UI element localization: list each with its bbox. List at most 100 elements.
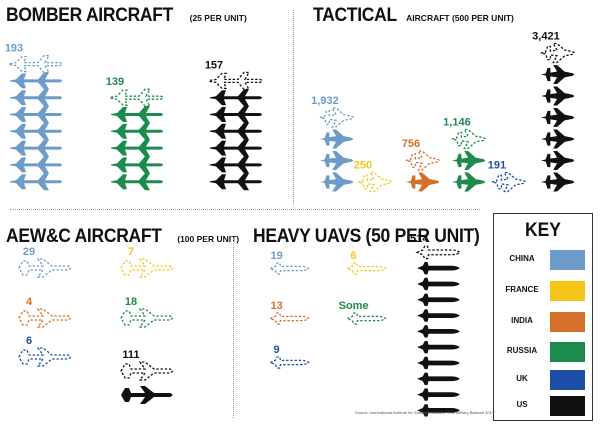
bomber-russia-partial-icon xyxy=(110,88,164,107)
aewc-france-value-label: 7 xyxy=(128,246,134,258)
key-swatch-china xyxy=(550,250,585,270)
bomber-russia-icon xyxy=(111,122,163,140)
uav-china-partial-icon xyxy=(268,262,310,275)
uav-russia-partial-icon xyxy=(345,312,387,325)
aewc-india-partial-icon xyxy=(18,308,72,328)
bomber-us-icon xyxy=(210,106,262,123)
tactical-title: TACTICAL AIRCRAFT (500 PER UNIT) xyxy=(313,5,514,27)
bomber-russia-icon xyxy=(111,156,163,174)
uav-us-icon xyxy=(417,262,460,275)
tactical-china-value-label: 1,932 xyxy=(311,95,339,107)
key-legend: KEY CHINA FRANCE INDIA RUSSIA UK US xyxy=(493,213,593,421)
tactical-china-icon xyxy=(319,172,354,192)
aewc-uk-partial-icon xyxy=(18,347,72,367)
tactical-france-value-label: 250 xyxy=(354,160,372,172)
aewc-us-icon xyxy=(121,386,173,404)
bomber-us-icon xyxy=(210,173,262,191)
tactical-india-partial-icon xyxy=(405,150,440,171)
bomber-russia-icon xyxy=(111,106,163,123)
key-swatch-france xyxy=(550,281,585,301)
key-swatch-india xyxy=(550,312,585,332)
aewc-title-sub: (100 PER UNIT) xyxy=(177,234,240,244)
key-row-china: CHINA xyxy=(494,250,592,270)
tactical-uk-value-label: 191 xyxy=(488,160,506,172)
aewc-russia-value-label: 18 xyxy=(125,296,137,308)
tactical-china-partial-icon xyxy=(319,107,354,128)
bomber-us-partial-icon xyxy=(209,71,263,91)
tactical-us-icon xyxy=(540,129,575,149)
key-row-us: US xyxy=(494,396,592,416)
bomber-china-icon xyxy=(10,122,62,140)
middle-divider xyxy=(10,209,480,210)
tactical-us-icon xyxy=(540,172,575,192)
uav-us-icon xyxy=(417,309,460,322)
tactical-us-partial-icon xyxy=(540,42,575,64)
bomber-title-main: BOMBER AIRCRAFT xyxy=(6,5,174,26)
aewc-china-partial-icon xyxy=(18,258,72,278)
key-label-us: US xyxy=(516,400,528,409)
tactical-india-icon xyxy=(405,172,440,192)
aewc-india-value-label: 4 xyxy=(26,296,33,308)
bomber-china-icon xyxy=(10,72,62,90)
aewc-china-value-label: 29 xyxy=(23,246,35,258)
key-swatch-uk xyxy=(550,370,585,390)
aewc-title: AEW&C AIRCRAFT (100 PER UNIT) xyxy=(6,226,239,248)
bomber-china-partial-icon xyxy=(9,54,63,74)
aewc-us-partial-icon xyxy=(120,361,174,381)
tactical-us-icon xyxy=(540,108,575,127)
uav-uk-value-label: 9 xyxy=(274,344,280,356)
key-label-russia: RUSSIA xyxy=(506,346,538,355)
bomber-us-value-label: 157 xyxy=(205,59,223,71)
key-swatch-us xyxy=(550,396,585,416)
bomber-title-sub: (25 PER UNIT) xyxy=(189,13,247,23)
tactical-russia-value-label: 1,146 xyxy=(443,117,471,129)
key-title: KEY xyxy=(525,220,561,241)
aewc-us-value-label: 111 xyxy=(122,349,139,361)
key-label-india: INDIA xyxy=(511,316,533,325)
tactical-india-value-label: 756 xyxy=(402,138,420,150)
tactical-uk-partial-icon xyxy=(491,171,526,193)
uav-us-icon xyxy=(417,277,460,291)
bomber-china-icon xyxy=(10,173,62,191)
bomber-title: BOMBER AIRCRAFT (25 PER UNIT) xyxy=(6,5,247,27)
tactical-us-icon xyxy=(540,65,575,84)
uav-title: HEAVY UAVS (50 PER UNIT) xyxy=(253,226,499,248)
uav-us-partial-icon xyxy=(415,245,461,260)
uav-us-icon xyxy=(417,325,460,338)
uav-us-icon xyxy=(417,341,460,354)
key-row-france: FRANCE xyxy=(494,281,592,301)
tactical-title-main: TACTICAL xyxy=(313,5,397,26)
uav-us-icon xyxy=(417,356,460,370)
aewc-title-main: AEW&C AIRCRAFT xyxy=(6,226,162,247)
aewc-france-partial-icon xyxy=(120,258,174,278)
tactical-russia-icon xyxy=(451,172,486,192)
bomber-china-icon xyxy=(10,139,62,157)
bomber-china-icon xyxy=(10,89,62,107)
uav-india-value-label: 13 xyxy=(270,300,282,312)
tactical-us-icon xyxy=(540,86,575,106)
uav-france-value-label: 6 xyxy=(351,250,357,262)
uav-us-icon xyxy=(417,372,460,385)
uav-china-value-label: 19 xyxy=(270,250,282,262)
tactical-china-icon xyxy=(319,129,354,149)
aewc-uk-value-label: 6 xyxy=(26,335,32,347)
tactical-russia-icon xyxy=(451,151,486,170)
uav-uk-partial-icon xyxy=(268,356,310,369)
bomber-china-icon xyxy=(10,156,62,174)
tactical-us-icon xyxy=(540,151,575,170)
bomber-us-icon xyxy=(210,139,262,157)
tactical-title-sub: AIRCRAFT (500 PER UNIT) xyxy=(406,13,514,23)
bomber-us-icon xyxy=(210,156,262,174)
bomber-us-icon xyxy=(210,122,262,140)
bomber-china-icon xyxy=(10,106,62,123)
key-swatch-russia xyxy=(550,342,585,362)
key-label-china: CHINA xyxy=(509,254,535,263)
uav-france-partial-icon xyxy=(345,262,387,275)
uav-us-icon xyxy=(417,388,460,401)
tactical-us-value-label: 3,421 xyxy=(532,31,560,43)
source-note: Source: International Institute for Stra… xyxy=(355,410,496,415)
uav-india-partial-icon xyxy=(268,312,310,325)
key-label-france: FRANCE xyxy=(505,285,539,294)
tactical-russia-partial-icon xyxy=(451,128,486,150)
